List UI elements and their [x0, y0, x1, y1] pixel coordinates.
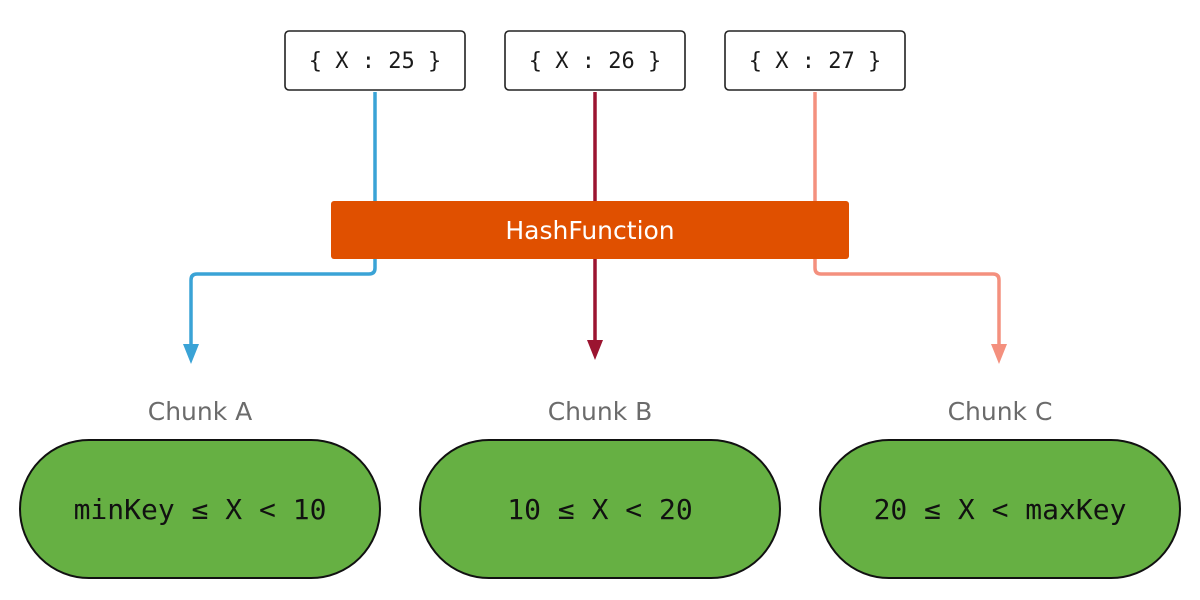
chunk-a: minKey ≤ X < 10 [19, 439, 381, 579]
chunk-c-range: 20 ≤ X < maxKey [874, 493, 1127, 526]
document-x-26: { X : 26 } [504, 30, 686, 91]
arrowhead-chunk-c [991, 344, 1007, 364]
chunk-a-title: Chunk A [148, 397, 253, 426]
connector-a-bottom [189, 258, 377, 348]
chunk-b: 10 ≤ X < 20 [419, 439, 781, 579]
arrowhead-chunk-b [587, 340, 603, 360]
chunk-c-title: Chunk C [948, 397, 1053, 426]
document-label: { X : 26 } [529, 49, 661, 74]
arrowhead-chunk-a [183, 344, 199, 364]
chunk-c: 20 ≤ X < maxKey [819, 439, 1181, 579]
chunk-b-range: 10 ≤ X < 20 [507, 493, 692, 526]
connector-c-bottom [813, 258, 1001, 348]
document-x-25: { X : 25 } [284, 30, 466, 91]
chunk-a-range: minKey ≤ X < 10 [74, 493, 327, 526]
chunk-b-title: Chunk B [548, 397, 653, 426]
document-label: { X : 27 } [749, 49, 881, 74]
document-label: { X : 25 } [309, 49, 441, 74]
hash-function-label: HashFunction [505, 216, 674, 245]
document-x-27: { X : 27 } [724, 30, 906, 91]
hash-function: HashFunction [331, 201, 849, 259]
